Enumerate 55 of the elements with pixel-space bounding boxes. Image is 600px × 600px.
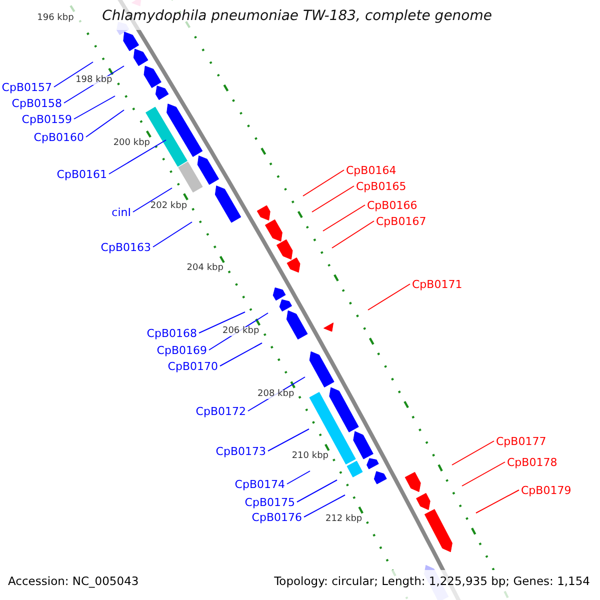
position-label: 198 kbp: [76, 76, 112, 86]
leader-line: [322, 204, 366, 232]
gene-label: CpB0159: [22, 114, 72, 125]
gene-label: CpB0178: [507, 457, 558, 468]
position-label: 202 kbp: [150, 202, 188, 211]
leader-line: [54, 62, 94, 88]
leader-line: [132, 188, 172, 212]
position-label: 206 kbp: [222, 327, 260, 336]
accession-note: Accession: NC_005043: [8, 576, 139, 588]
leader-line: [476, 490, 520, 514]
gene-label: CpB0166: [367, 200, 418, 211]
gene-label: CpB0163: [100, 242, 151, 253]
leader-line: [220, 342, 262, 366]
gene-label: cinI: [112, 207, 131, 218]
leader-line: [198, 312, 246, 334]
gene-label: CpB0168: [146, 328, 197, 339]
title: Chlamydophila pneumoniae TW-183, complete genome: [102, 9, 492, 23]
position-label: 204 kbp: [186, 264, 224, 274]
leader-line: [108, 140, 166, 174]
genome-summary: Topology: circular; Length: 1,225,935 bp; Genes: 1,154: [274, 576, 590, 588]
leader-line: [452, 440, 494, 466]
leader-line: [302, 170, 344, 196]
position-label: 196 kbp: [37, 14, 74, 23]
gene-label: CpB0174: [234, 479, 285, 490]
leader-line: [304, 494, 346, 518]
leader-line: [74, 96, 116, 120]
gene-label: CpB0164: [346, 165, 396, 176]
gene-label: CpB0173: [216, 446, 266, 457]
position-label: 210 kbp: [292, 452, 329, 462]
gene-label: CpB0160: [34, 132, 84, 143]
leader-line: [312, 186, 354, 212]
leader-line: [152, 222, 192, 248]
gene-label: CpB0167: [376, 216, 426, 227]
leader-line: [86, 110, 124, 138]
leader-line: [368, 284, 410, 310]
position-label: 212 kbp: [325, 515, 362, 524]
gene-label: CpB0172: [196, 406, 246, 417]
gene-label: CpB0170: [168, 361, 218, 372]
gene-label: CpB0165: [356, 181, 406, 192]
gene-label: CpB0169: [156, 345, 207, 356]
position-label: 208 kbp: [258, 390, 294, 399]
position-label: 200 kbp: [113, 139, 150, 148]
leader-line: [268, 428, 310, 452]
gene-label: CpB0158: [12, 98, 62, 109]
gene-label: CpB0176: [252, 512, 302, 523]
gene-label: CpB0179: [521, 485, 572, 496]
gene-label: CpB0161: [56, 169, 107, 180]
leader-line: [332, 220, 374, 248]
leader-line: [286, 470, 310, 484]
gene-label: CpB0171: [412, 279, 462, 290]
gene-label: CpB0177: [496, 436, 546, 447]
gene-label: CpB0175: [244, 497, 295, 508]
leader-line: [462, 462, 506, 486]
leader-line: [296, 480, 338, 502]
gene-label: CpB0157: [2, 82, 52, 93]
